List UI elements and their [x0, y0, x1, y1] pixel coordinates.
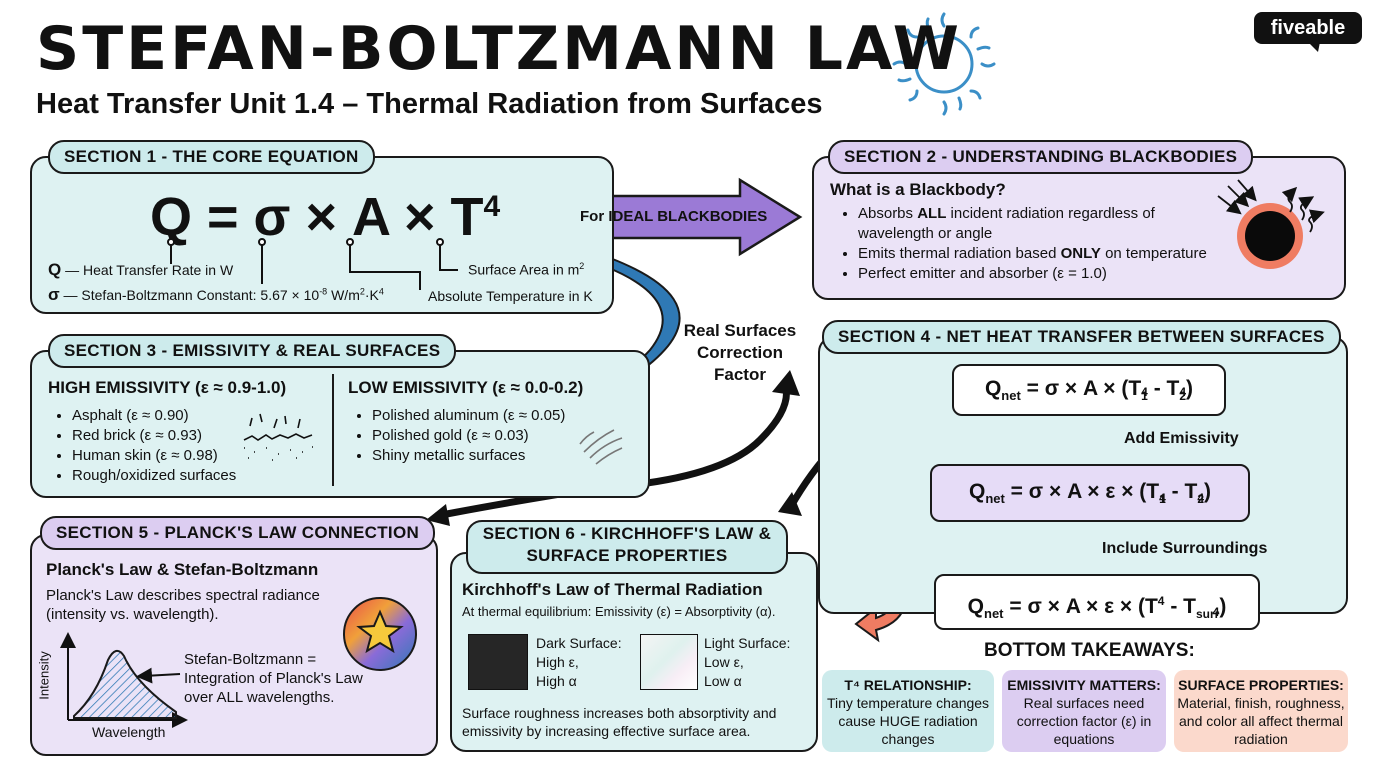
- section2-tag: SECTION 2 - UNDERSTANDING BLACKBODIES: [828, 140, 1254, 174]
- list-item: Asphalt (ε ≈ 0.90): [72, 406, 236, 426]
- light-surface-swatch: [640, 634, 698, 690]
- label-q: Q — Heat Transfer Rate in W: [48, 260, 234, 279]
- section3-panel: [30, 350, 650, 498]
- low-emissivity-heading: LOW EMISSIVITY (ε ≈ 0.0-0.2): [348, 378, 584, 397]
- real-surfaces-label: Real Surfaces Correction Factor: [683, 321, 797, 384]
- page-subtitle: Heat Transfer Unit 1.4 – Thermal Radiati…: [36, 88, 823, 120]
- section1-panel: [30, 156, 614, 314]
- low-emissivity-list: Polished aluminum (ε ≈ 0.05) Polished go…: [352, 406, 565, 466]
- section1-tag: SECTION 1 - THE CORE EQUATION: [48, 140, 375, 174]
- list-item: Red brick (ε ≈ 0.93): [72, 426, 236, 446]
- dark-surface-swatch: [468, 634, 528, 690]
- takeaway-surface: SURFACE PROPERTIES:Material, finish, rou…: [1174, 670, 1348, 752]
- section2-heading: What is a Blackbody?: [830, 180, 1006, 199]
- label-sigma: σ — Stefan-Boltzmann Constant: 5.67 × 10…: [48, 285, 384, 304]
- section6-text: At thermal equilibrium: Emissivity (ε) =…: [462, 604, 776, 619]
- step-add-emissivity: Add Emissivity: [1124, 430, 1239, 447]
- section6-tag: SECTION 6 - KIRCHHOFF'S LAW & SURFACE PR…: [466, 520, 788, 574]
- sun-icon: [892, 12, 996, 116]
- y-axis-label: Intensity: [36, 651, 52, 700]
- list-item: Polished aluminum (ε ≈ 0.05): [372, 406, 565, 426]
- planck-annotation: Stefan-Boltzmann = Integration of Planck…: [184, 651, 363, 706]
- section5-text: Planck's Law describes spectral radiance…: [46, 587, 320, 623]
- page-title: STEFAN-BOLTZMANN LAW: [36, 14, 962, 84]
- list-item: Perfect emitter and absorber (ε = 1.0): [858, 264, 1228, 284]
- list-item: Human skin (ε ≈ 0.98): [72, 446, 236, 466]
- section2-list: Absorbs ALL incident radiation regardles…: [838, 204, 1228, 284]
- takeaway-emissivity: EMISSIVITY MATTERS:Real surfaces need co…: [1002, 670, 1166, 752]
- list-item: Polished gold (ε ≈ 0.03): [372, 426, 565, 446]
- section6-heading: Kirchhoff's Law of Thermal Radiation: [462, 580, 763, 599]
- list-item: Absorbs ALL incident radiation regardles…: [858, 204, 1228, 244]
- fiveable-logo[interactable]: fiveable: [1254, 12, 1362, 52]
- section5-tag: SECTION 5 - PLANCK'S LAW CONNECTION: [40, 516, 436, 550]
- step-include-surroundings: Include Surroundings: [1102, 540, 1268, 557]
- label-area: Surface Area in m2: [468, 261, 585, 278]
- light-surface-text: Light Surface:Low ε,Low α: [704, 635, 791, 689]
- section4-tag: SECTION 4 - NET HEAT TRANSFER BETWEEN SU…: [822, 320, 1341, 354]
- high-emissivity-heading: HIGH EMISSIVITY (ε ≈ 0.9-1.0): [48, 378, 287, 397]
- dark-surface-text: Dark Surface:High ε,High α: [536, 635, 622, 689]
- label-temp: Absolute Temperature in K: [428, 288, 593, 304]
- list-item: Emits thermal radiation based ONLY on te…: [858, 244, 1228, 264]
- section6-footer: Surface roughness increases both absorpt…: [462, 705, 777, 739]
- core-equation: Q = σ × A × T4: [150, 187, 501, 247]
- takeaway-t4: T⁴ RELATIONSHIP:Tiny temperature changes…: [822, 670, 994, 752]
- x-axis-label: Wavelength: [92, 724, 166, 740]
- list-item: Rough/oxidized surfaces: [72, 466, 236, 486]
- takeaways-heading: BOTTOM TAKEAWAYS:: [984, 640, 1195, 661]
- ideal-blackbodies-label: For IDEAL BLACKBODIES: [580, 208, 768, 225]
- section5-heading: Planck's Law & Stefan-Boltzmann: [46, 560, 319, 579]
- section3-tag: SECTION 3 - EMISSIVITY & REAL SURFACES: [48, 334, 457, 368]
- black-arrow-3-4: [597, 387, 790, 492]
- section3-divider: [332, 374, 334, 486]
- list-item: Shiny metallic surfaces: [372, 446, 565, 466]
- high-emissivity-list: Asphalt (ε ≈ 0.90) Red brick (ε ≈ 0.93) …: [52, 406, 236, 486]
